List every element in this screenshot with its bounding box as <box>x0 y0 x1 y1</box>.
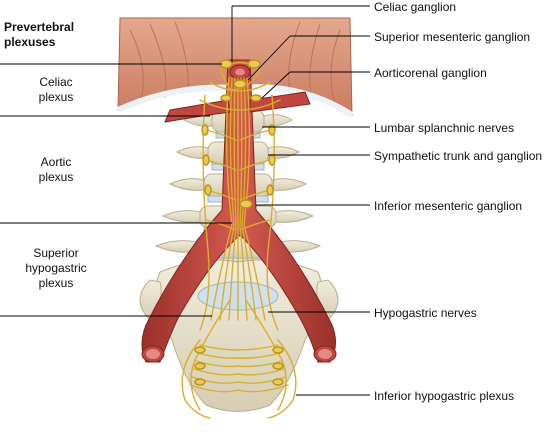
label-aorticorenal-ganglion: Aorticorenal ganglion <box>374 66 487 80</box>
celiac-plexus-line1: Celiac <box>39 75 73 89</box>
nerve-strand <box>241 77 257 321</box>
label-sympathetic-trunk: Sympathetic trunk and ganglion <box>374 149 543 163</box>
ganglion <box>266 184 274 196</box>
ganglion <box>272 346 284 354</box>
nerve-strand <box>193 368 239 376</box>
label-lumbar-splanchnic-nerves: Lumbar splanchnic nerves <box>374 121 515 135</box>
nerve-strand <box>243 77 266 321</box>
nerve-strand <box>245 299 287 411</box>
nerve-strand <box>239 159 271 171</box>
nerve-strand <box>199 99 281 111</box>
nerve-strand <box>205 219 237 231</box>
ganglion <box>247 59 261 69</box>
nerve-strand <box>237 360 283 368</box>
nerve-strand <box>210 77 233 321</box>
nerve-strand <box>228 77 237 321</box>
ganglion <box>239 199 253 209</box>
nerve-strand <box>195 360 239 368</box>
ganglion <box>272 378 284 386</box>
nerve-strand <box>181 339 211 419</box>
nerve-strand <box>267 339 297 419</box>
label-inferior-hypogastric-plexus: Inferior hypogastric plexus <box>374 389 515 403</box>
transverse-process <box>161 210 201 223</box>
header-title-line1: Prevertebral <box>4 20 75 34</box>
label-celiac-ganglion: Celiac ganglion <box>374 0 457 14</box>
nerve-strand <box>190 299 231 411</box>
superior-hypogastric-line1: Superior <box>33 246 79 260</box>
aorta-and-iliac-arteries <box>141 59 337 363</box>
ganglion <box>250 94 262 102</box>
leader-superior-mesenteric <box>247 35 291 81</box>
nerve-strand <box>237 368 285 376</box>
ganglion <box>202 154 210 166</box>
ganglion <box>268 154 276 166</box>
nerve-strand <box>199 94 210 331</box>
nerve-strand <box>219 77 235 321</box>
label-celiac-plexus: Celiac plexus <box>0 75 112 105</box>
nerve-strand <box>237 376 287 384</box>
label-superior-mesenteric-ganglion: Superior mesenteric ganglion <box>374 30 531 44</box>
ganglion <box>194 378 206 386</box>
nerve-strand <box>239 129 271 141</box>
ganglion <box>194 362 206 370</box>
aortic-plexus-line1: Aortic <box>40 155 72 169</box>
label-hypogastric-nerves: Hypogastric nerves <box>374 306 477 320</box>
transverse-process <box>271 178 308 191</box>
ganglion <box>268 124 276 136</box>
nerve-plexus <box>181 59 297 419</box>
nerve-strand <box>237 352 281 359</box>
header-title-line2: plexuses <box>4 35 56 49</box>
label-inferior-mesenteric-ganglion: Inferior mesenteric ganglion <box>374 199 523 213</box>
nerve-strand <box>199 344 239 351</box>
celiac-plexus-line2: plexus <box>38 90 74 104</box>
ganglion <box>233 79 247 89</box>
transverse-process <box>168 178 205 191</box>
transverse-process <box>275 210 315 223</box>
nerve-strand <box>239 77 248 321</box>
ganglion <box>194 346 206 354</box>
ganglion <box>204 184 212 196</box>
nerve-strand <box>189 384 239 393</box>
superior-hypogastric-line3: plexus <box>38 276 74 290</box>
ganglion <box>220 94 232 102</box>
header-title: Prevertebral plexuses <box>4 20 74 50</box>
nerve-strand <box>197 352 239 359</box>
leader-lines <box>0 5 370 396</box>
nerve-strand <box>191 376 239 384</box>
label-aortic-plexus: Aortic plexus <box>0 155 112 185</box>
transverse-process <box>263 114 294 127</box>
nerve-strand <box>266 94 279 331</box>
ganglion <box>272 362 284 370</box>
aortic-plexus-line2: plexus <box>38 170 74 184</box>
nerve-strand <box>237 344 279 351</box>
ganglion <box>201 124 209 136</box>
leader-aorticorenal <box>261 71 291 99</box>
nerve-strand <box>239 219 271 231</box>
superior-hypogastric-line2: hypogastric <box>25 261 87 275</box>
label-superior-hypogastric-plexus: Superior hypogastric plexus <box>0 246 112 291</box>
transverse-process <box>175 146 209 159</box>
nerve-strand <box>237 384 289 393</box>
nerve-strand <box>209 81 271 92</box>
